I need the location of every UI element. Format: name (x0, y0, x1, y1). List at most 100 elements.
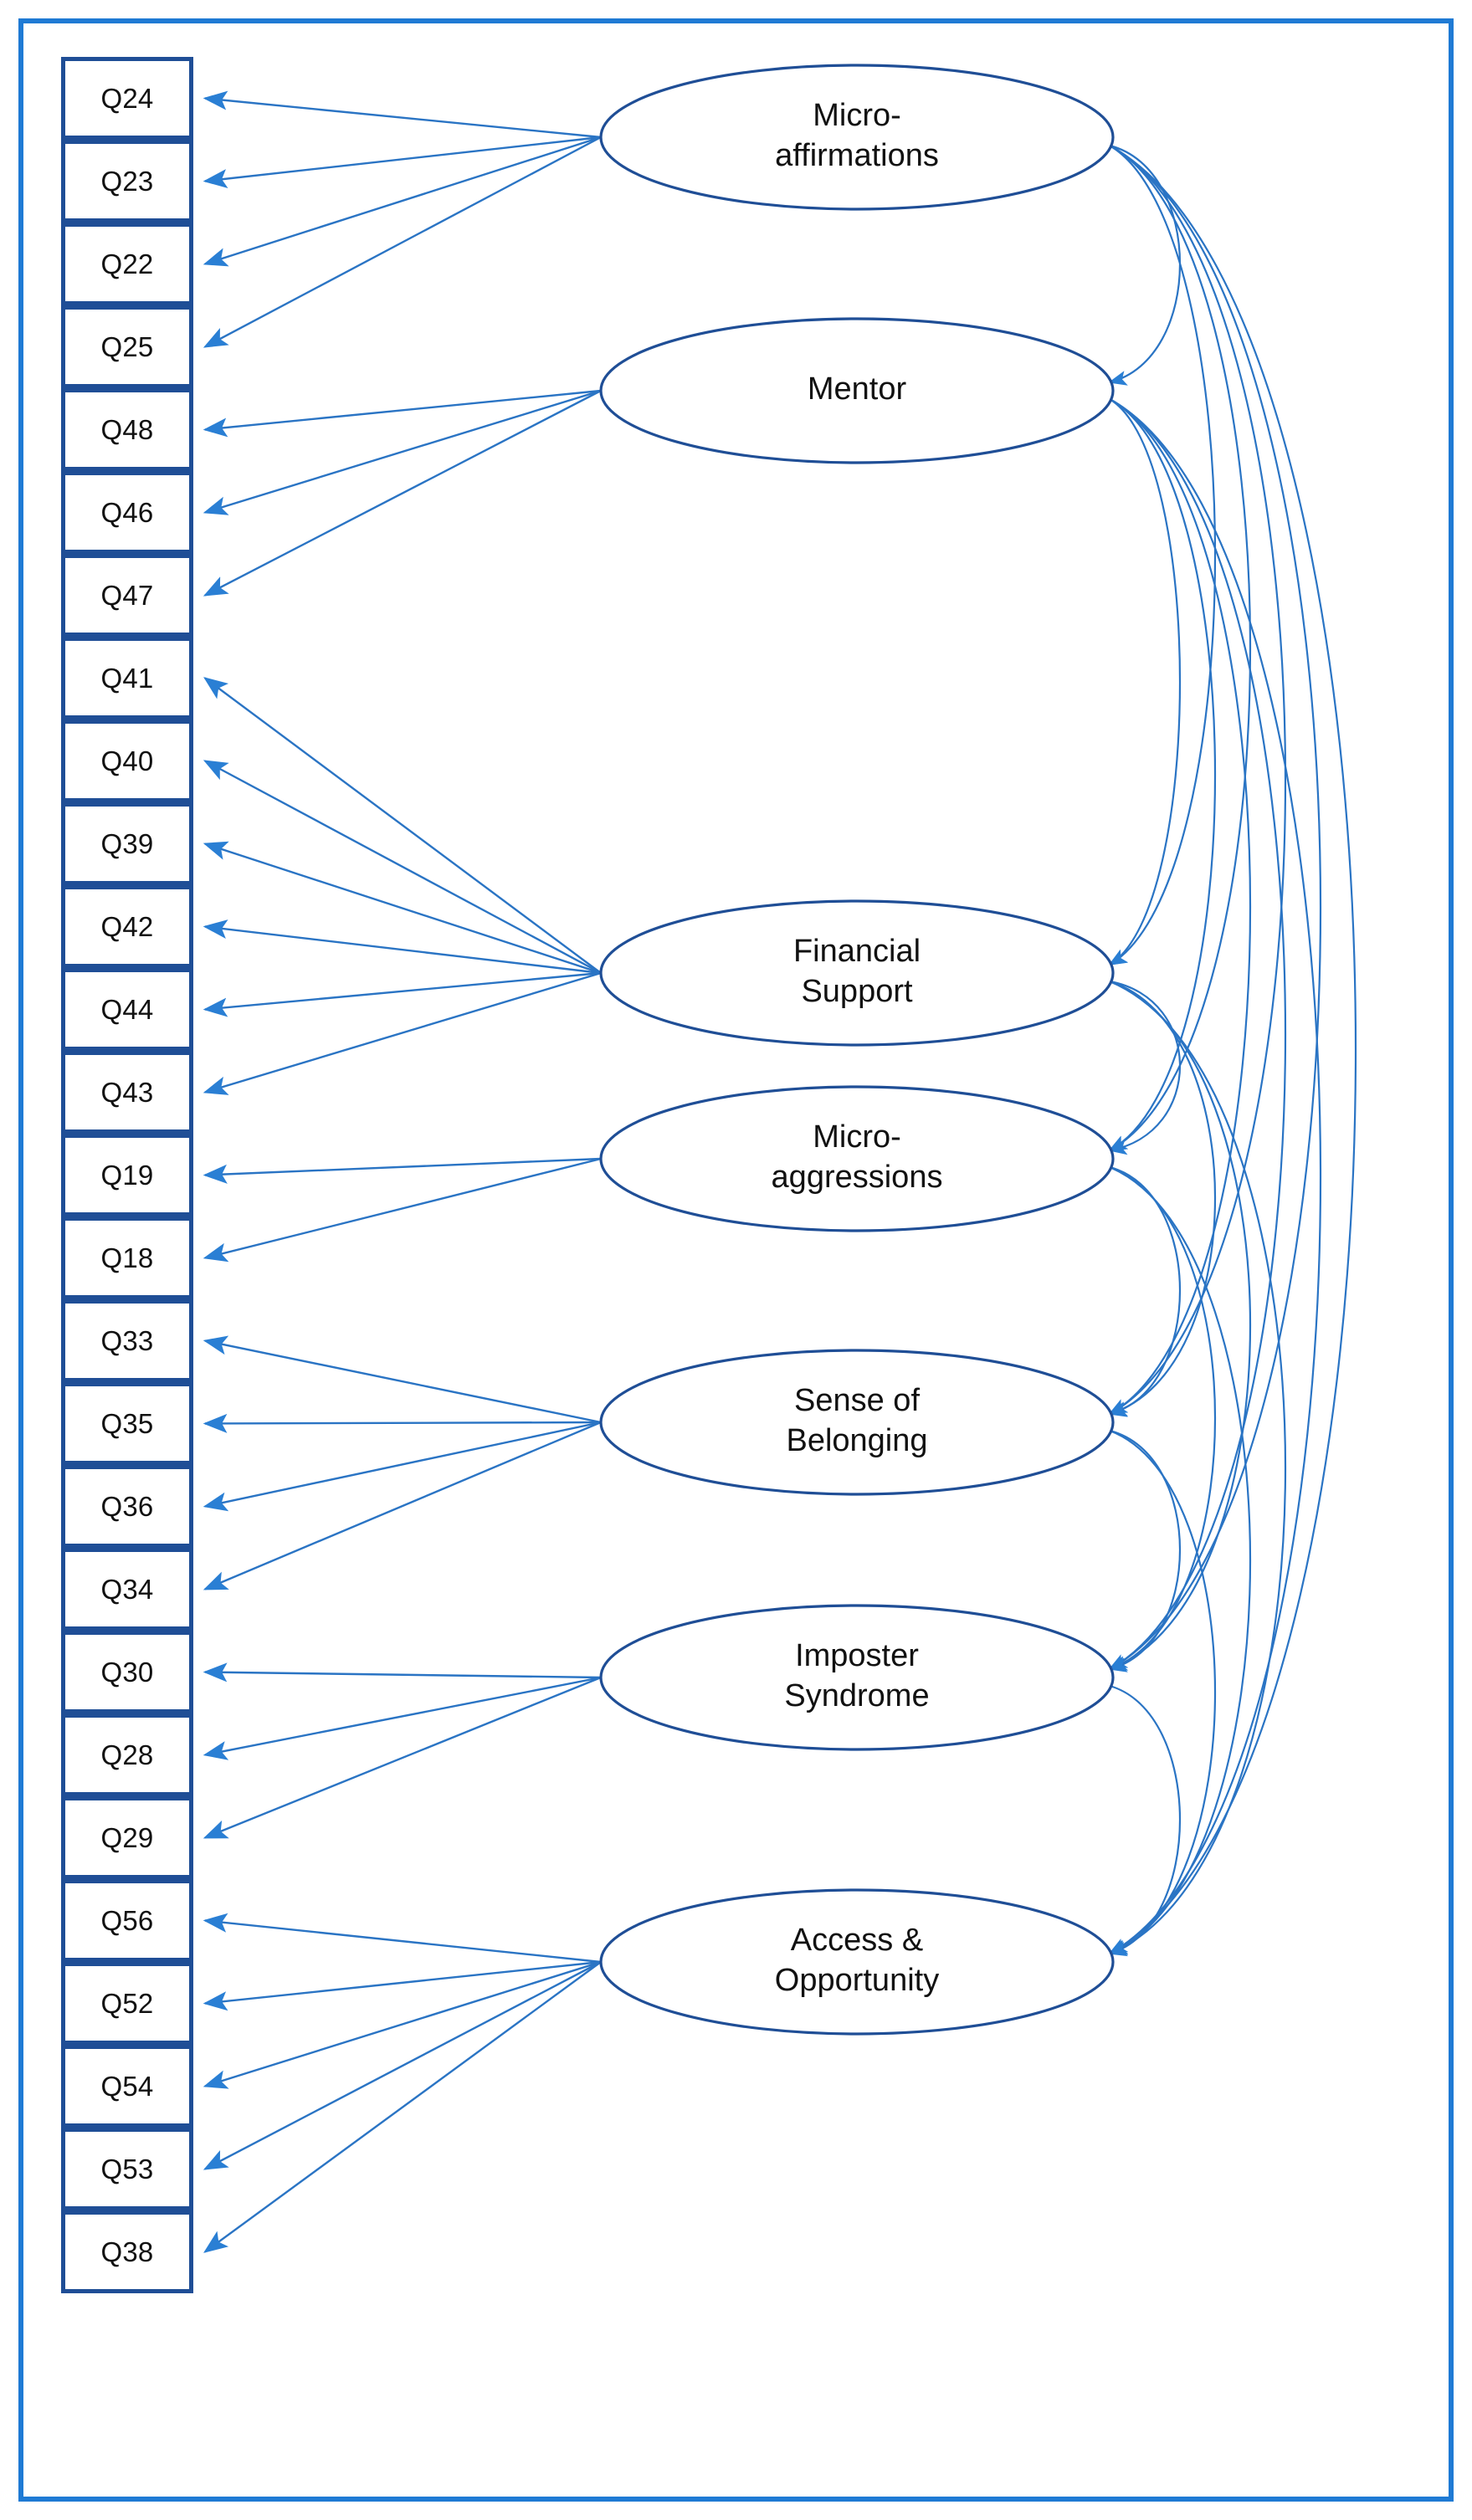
indicator-box-q33[interactable]: Q33 (61, 1299, 193, 1382)
loading-arrow-financial-support-q44 (203, 971, 602, 1017)
factor-ellipse-access-opportunity[interactable] (599, 1888, 1115, 2036)
factor-label-sense-of-belonging: Sense of (794, 1383, 920, 1418)
indicator-box-q19[interactable]: Q19 (61, 1134, 193, 1216)
factor-label-micro-aggressions: aggressions (772, 1160, 943, 1195)
indicator-box-q43[interactable]: Q43 (61, 1051, 193, 1134)
indicator-label: Q46 (100, 497, 154, 528)
indicator-box-q38[interactable]: Q38 (61, 2210, 193, 2293)
factor-label-sense-of-belonging: Belonging (786, 1423, 927, 1458)
indicator-box-q47[interactable]: Q47 (61, 554, 193, 637)
loading-arrow-micro-affirmations-q22 (203, 136, 602, 267)
indicator-box-q41[interactable]: Q41 (61, 637, 193, 720)
covariance-arcs (1090, 130, 1357, 1957)
indicator-label: Q33 (100, 1325, 154, 1356)
indicator-label: Q56 (100, 1905, 154, 1936)
loading-arrow-mentor-q48 (203, 389, 602, 438)
indicator-box-q39[interactable]: Q39 (61, 802, 193, 885)
indicator-label: Q22 (100, 248, 154, 279)
indicator-box-q53[interactable]: Q53 (61, 2128, 193, 2210)
loading-arrow-mentor-q47 (203, 389, 602, 597)
indicator-box-q44[interactable]: Q44 (61, 968, 193, 1051)
loading-arrow-financial-support-q41 (203, 677, 602, 974)
loading-arrow-mentor-q46 (203, 389, 602, 515)
loading-arrow-access-opportunity-q38 (203, 1961, 602, 2253)
indicator-label: Q23 (100, 166, 154, 197)
factor-label-mentor: Mentor (808, 371, 907, 407)
indicator-label: Q24 (100, 83, 154, 114)
loading-arrow-micro-affirmations-q25 (203, 136, 602, 348)
covariance-arc-micro-aggressions--sense-of-belonging (1091, 1155, 1182, 1417)
covariance-arc-financial-support--access-opportunity (1090, 967, 1287, 1955)
loading-arrow-sense-of-belonging-q34 (203, 1421, 602, 1590)
indicator-box-q52[interactable]: Q52 (61, 1962, 193, 2045)
loading-arrow-financial-support-q42 (203, 919, 602, 975)
covariance-arc-mentor--imposter-syndrome (1090, 384, 1287, 1670)
covariance-arc-mentor--micro-aggressions (1090, 384, 1217, 1151)
indicator-box-q23[interactable]: Q23 (61, 140, 193, 223)
covariance-arc-financial-support--sense-of-belonging (1090, 969, 1217, 1416)
factor-ellipse-imposter-syndrome[interactable] (599, 1604, 1115, 1751)
covariance-arc-micro-aggressions--access-opportunity (1090, 1153, 1252, 1955)
covariance-arc-micro-aggressions--imposter-syndrome (1090, 1154, 1216, 1671)
indicator-label: Q19 (100, 1160, 154, 1191)
factor-ellipse-financial-support[interactable] (599, 899, 1115, 1047)
loading-arrow-financial-support-q40 (203, 760, 602, 975)
factor-ellipse-mentor[interactable] (599, 317, 1115, 464)
indicator-label: Q44 (100, 994, 154, 1025)
loading-arrow-financial-support-q39 (203, 841, 602, 975)
indicator-label: Q53 (100, 2154, 154, 2185)
indicator-label: Q52 (100, 1988, 154, 2019)
indicator-label: Q43 (100, 1077, 154, 1108)
indicator-label: Q40 (100, 745, 154, 776)
indicator-label: Q47 (100, 580, 154, 611)
indicator-box-q35[interactable]: Q35 (61, 1382, 193, 1465)
factor-ellipse-sense-of-belonging[interactable] (599, 1349, 1115, 1496)
loading-arrow-financial-support-q43 (203, 971, 602, 1095)
indicator-label: Q39 (100, 828, 154, 859)
indicator-label: Q41 (100, 663, 154, 694)
covariance-arc-mentor--access-opportunity (1090, 384, 1322, 1954)
indicator-label: Q18 (100, 1242, 154, 1273)
indicator-box-q25[interactable]: Q25 (61, 305, 193, 388)
indicator-box-q36[interactable]: Q36 (61, 1465, 193, 1548)
covariance-arc-imposter-syndrome--access-opportunity (1091, 1673, 1181, 1957)
loading-arrow-access-opportunity-q56 (203, 1913, 602, 1964)
covariance-arc-financial-support--micro-aggressions (1091, 971, 1182, 1155)
factor-loading-arrows (203, 90, 602, 2253)
factor-label-micro-affirmations: Micro- (813, 98, 901, 133)
loading-arrow-access-opportunity-q52 (203, 1960, 602, 2011)
indicator-box-q30[interactable]: Q30 (61, 1631, 193, 1713)
factor-ellipse-micro-affirmations[interactable] (599, 64, 1115, 211)
covariance-arc-micro-affirmations--access-opportunity (1090, 131, 1357, 1954)
factor-label-micro-affirmations: affirmations (775, 138, 939, 173)
indicator-box-q46[interactable]: Q46 (61, 471, 193, 554)
indicator-box-q34[interactable]: Q34 (61, 1548, 193, 1631)
loading-arrow-micro-aggressions-q18 (203, 1157, 602, 1263)
indicator-label: Q28 (100, 1739, 154, 1770)
loading-arrow-micro-affirmations-q23 (203, 136, 602, 189)
indicator-box-q18[interactable]: Q18 (61, 1216, 193, 1299)
loading-arrow-imposter-syndrome-q28 (203, 1676, 602, 1760)
indicator-box-q54[interactable]: Q54 (61, 2045, 193, 2128)
indicator-box-q48[interactable]: Q48 (61, 388, 193, 471)
loading-arrow-imposter-syndrome-q29 (203, 1676, 602, 1839)
indicator-label: Q29 (100, 1822, 154, 1853)
indicator-box-q22[interactable]: Q22 (61, 223, 193, 305)
indicator-box-q28[interactable]: Q28 (61, 1713, 193, 1796)
indicator-label: Q35 (100, 1408, 154, 1439)
factor-label-micro-aggressions: Micro- (813, 1119, 901, 1155)
indicator-box-q40[interactable]: Q40 (61, 720, 193, 802)
indicator-label: Q30 (100, 1657, 154, 1688)
indicator-box-q56[interactable]: Q56 (61, 1879, 193, 1962)
indicator-label: Q34 (100, 1574, 154, 1605)
indicator-label: Q54 (100, 2071, 154, 2102)
indicator-label: Q36 (100, 1491, 154, 1522)
factor-ellipse-micro-aggressions[interactable] (599, 1085, 1115, 1232)
indicator-box-q42[interactable]: Q42 (61, 885, 193, 968)
indicator-box-q24[interactable]: Q24 (61, 57, 193, 140)
loading-arrow-micro-affirmations-q24 (203, 90, 602, 139)
indicator-label: Q48 (100, 414, 154, 445)
indicator-box-q29[interactable]: Q29 (61, 1796, 193, 1879)
